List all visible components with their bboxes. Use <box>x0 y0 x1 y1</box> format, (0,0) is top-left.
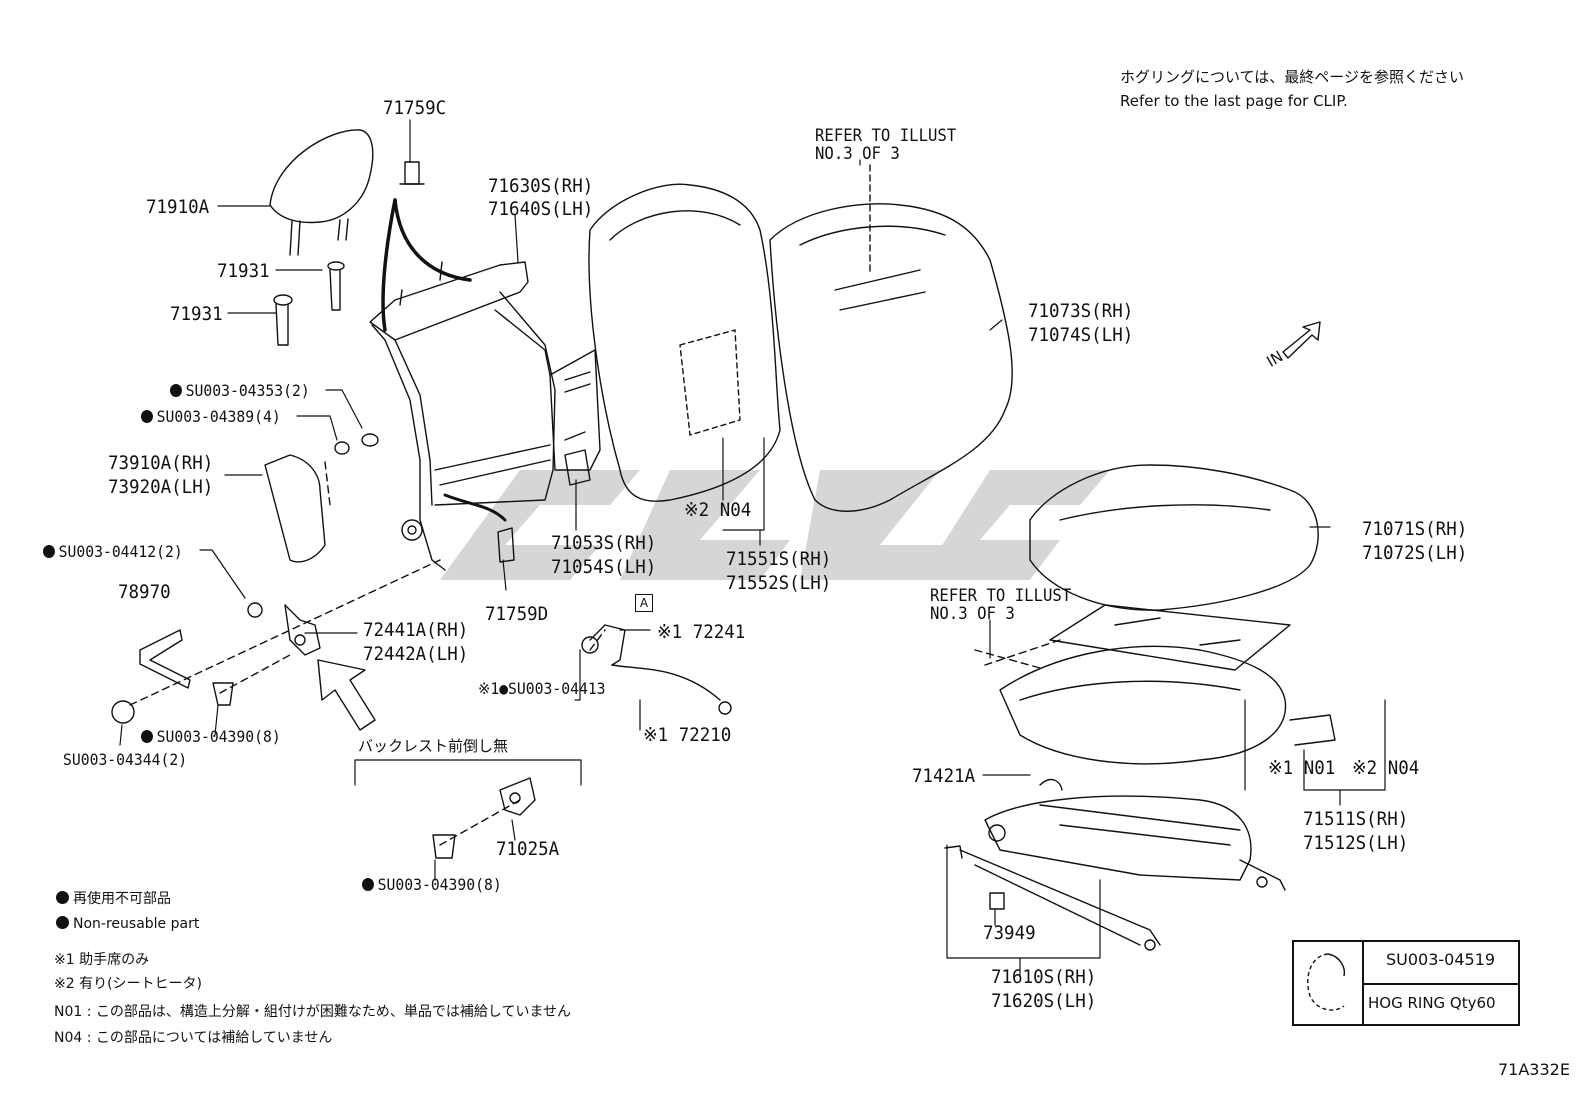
part-72241: ※1 72241 <box>657 621 746 643</box>
part-su003-04353: SU003-04353(2) <box>170 380 310 402</box>
part-71512s: 71512S(LH) <box>1303 832 1409 854</box>
side-bracket <box>549 349 601 486</box>
seat-heater <box>1049 604 1291 671</box>
part-su003-04413: ※1●SU003-04413 <box>478 679 606 698</box>
refer-illust-lower-line1: REFER TO ILLUST <box>930 586 1072 606</box>
part-73949: 73949 <box>983 922 1036 944</box>
diagram-code: 71A332E <box>1498 1060 1570 1079</box>
direction-arrow <box>317 321 1321 731</box>
watermark <box>440 470 1110 580</box>
note-n04-upper: ※2 N04 <box>684 499 752 521</box>
note-n01: ※1 N01 <box>1268 757 1336 779</box>
legend-note2: ※2 有り(シートヒータ) <box>54 976 203 992</box>
backrest-cover <box>769 164 1013 512</box>
guide-lines <box>129 461 1061 846</box>
part-71071s: 71071S(RH) <box>1362 518 1468 540</box>
refer-illust-upper-line2: NO.3 OF 3 <box>815 144 900 164</box>
part-71759d: 71759D <box>485 603 549 625</box>
hog-ring-description: HOG RING Qty60 <box>1368 994 1496 1012</box>
side-cover <box>264 454 326 563</box>
part-71931-a: 71931 <box>217 260 270 282</box>
refer-illust-lower-line2: NO.3 OF 3 <box>930 604 1015 624</box>
part-71421a: 71421A <box>912 765 976 787</box>
clip-note-jp: ホグリングについては、最終ページを参照ください <box>1120 68 1464 86</box>
clip-71759d <box>497 527 515 563</box>
part-71511s: 71511S(RH) <box>1303 808 1409 830</box>
legend-n04: N04 : この部品については補給していません <box>54 1030 333 1046</box>
part-71640s: 71640S(LH) <box>488 198 594 220</box>
part-su003-04389: SU003-04389(4) <box>141 406 281 428</box>
part-71931-b: 71931 <box>170 303 223 325</box>
clip-71759c <box>399 161 425 185</box>
part-su003-04344: SU003-04344(2) <box>63 750 188 769</box>
part-71073s: 71073S(RH) <box>1028 300 1134 322</box>
part-71551s: 71551S(RH) <box>726 548 832 570</box>
backrest-pad <box>588 183 781 502</box>
hog-ring-icon <box>1307 953 1346 1011</box>
legend-n01: N01 : この部品は、構造上分解・組付けが困難なため、単品では補給していません <box>54 1004 572 1020</box>
backrest-frame <box>369 198 556 571</box>
part-71620s: 71620S(LH) <box>991 990 1097 1012</box>
seat-track <box>944 795 1286 951</box>
part-78970: 78970 <box>118 581 171 603</box>
cushion-pad <box>999 645 1336 765</box>
hog-ring-table: SU003-04519 HOG RING Qty60 <box>1292 940 1520 1026</box>
note-n04-lower: ※2 N04 <box>1352 757 1420 779</box>
part-71610s: 71610S(RH) <box>991 966 1097 988</box>
part-71759c: 71759C <box>383 97 447 119</box>
part-73920a: 73920A(LH) <box>108 476 214 498</box>
part-73910a: 73910A(RH) <box>108 452 214 474</box>
hog-box-divider-v <box>1362 942 1364 1024</box>
legend-note1: ※1 助手席のみ <box>54 952 150 968</box>
part-72441a: 72441A(RH) <box>363 619 469 641</box>
hog-box-divider-h <box>1364 983 1518 985</box>
part-72210: ※1 72210 <box>643 724 732 746</box>
backrest-note: バックレスト前倒し無 <box>358 737 509 755</box>
headrest <box>269 129 374 256</box>
legend-nonreusable-jp: 再使用不可部品 <box>56 890 171 908</box>
part-su003-04390-b: SU003-04390(8) <box>362 874 502 896</box>
cushion-wire <box>1039 778 1063 791</box>
part-71552s: 71552S(LH) <box>726 572 832 594</box>
legend-nonreusable-en: Non-reusable part <box>56 915 199 933</box>
part-su003-04390-a: SU003-04390(8) <box>141 726 281 748</box>
part-71630s: 71630S(RH) <box>488 175 594 197</box>
part-71072s: 71072S(LH) <box>1362 542 1468 564</box>
part-71054s: 71054S(LH) <box>551 556 657 578</box>
part-71074s: 71074S(LH) <box>1028 324 1134 346</box>
clip-note-en: Refer to the last page for CLIP. <box>1120 92 1348 110</box>
part-71025a: 71025A <box>496 838 560 860</box>
hog-ring-part-number: SU003-04519 <box>1386 950 1496 969</box>
part-su003-04412: SU003-04412(2) <box>43 541 183 563</box>
headrest-guides <box>273 261 345 346</box>
cushion-cover <box>1029 464 1319 611</box>
mark-a: A <box>635 594 653 612</box>
part-72442a: 72442A(LH) <box>363 643 469 665</box>
leader-lines <box>119 119 1386 976</box>
part-71910a: 71910A <box>146 196 210 218</box>
part-71053s: 71053S(RH) <box>551 532 657 554</box>
refer-illust-upper-line1: REFER TO ILLUST <box>815 126 957 146</box>
